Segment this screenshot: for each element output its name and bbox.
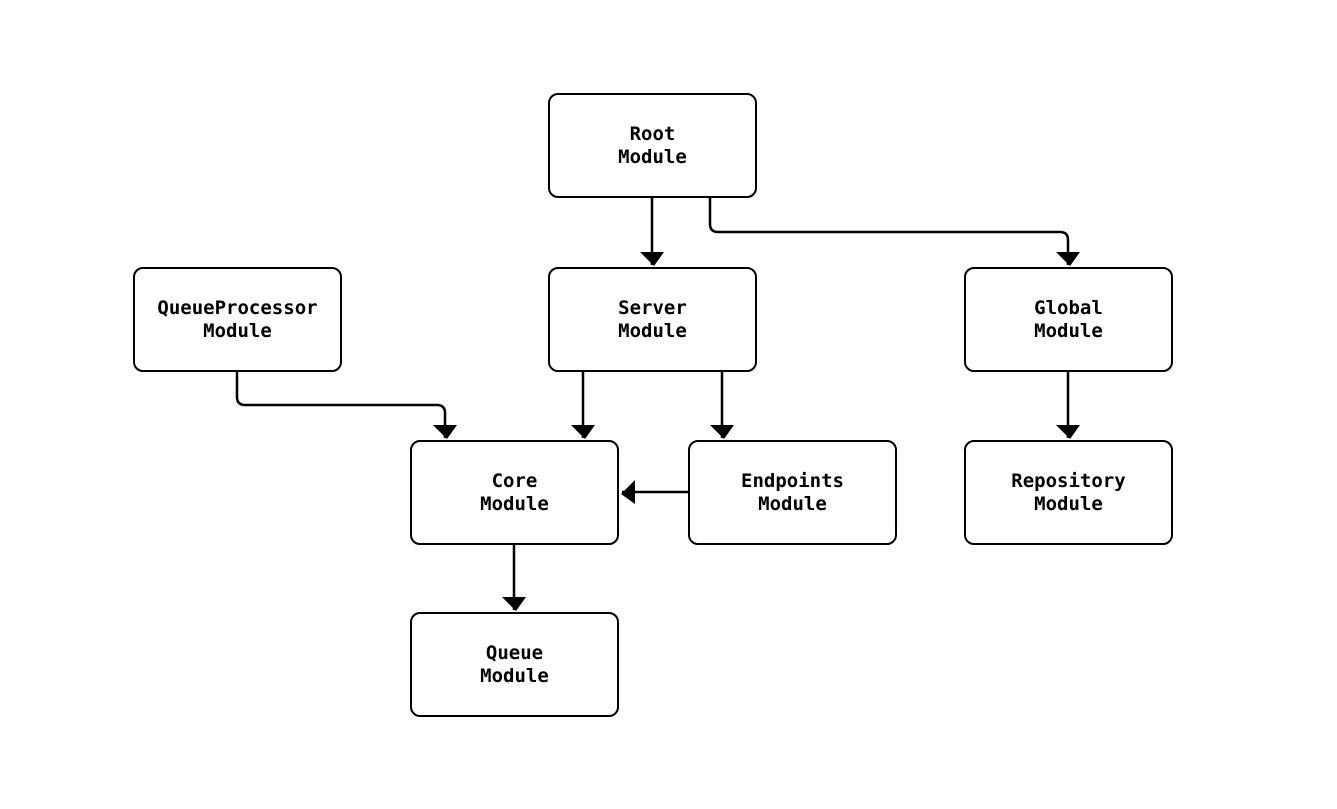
node-root-module-label: Root Module [618, 122, 687, 168]
node-core-module-label: Core Module [480, 469, 549, 515]
node-queue-module-label: Queue Module [480, 641, 549, 687]
edge-queueprocessor-to-core [235, 372, 457, 439]
node-global-module-label: Global Module [1034, 296, 1103, 342]
node-server-module-label: Server Module [618, 296, 687, 342]
node-endpoints-module: Endpoints Module [688, 440, 897, 545]
node-root-module: Root Module [548, 93, 757, 198]
node-core-module: Core Module [410, 440, 619, 545]
node-repository-module-label: Repository Module [1011, 469, 1126, 515]
node-queue-module: Queue Module [410, 612, 619, 717]
node-repository-module: Repository Module [964, 440, 1173, 545]
node-server-module: Server Module [548, 267, 757, 372]
node-endpoints-module-label: Endpoints Module [741, 469, 844, 515]
node-global-module: Global Module [964, 267, 1173, 372]
edge-root-to-global [708, 198, 1080, 266]
node-queueprocessor-module: QueueProcessor Module [133, 267, 342, 372]
node-queueprocessor-module-label: QueueProcessor Module [157, 296, 318, 342]
